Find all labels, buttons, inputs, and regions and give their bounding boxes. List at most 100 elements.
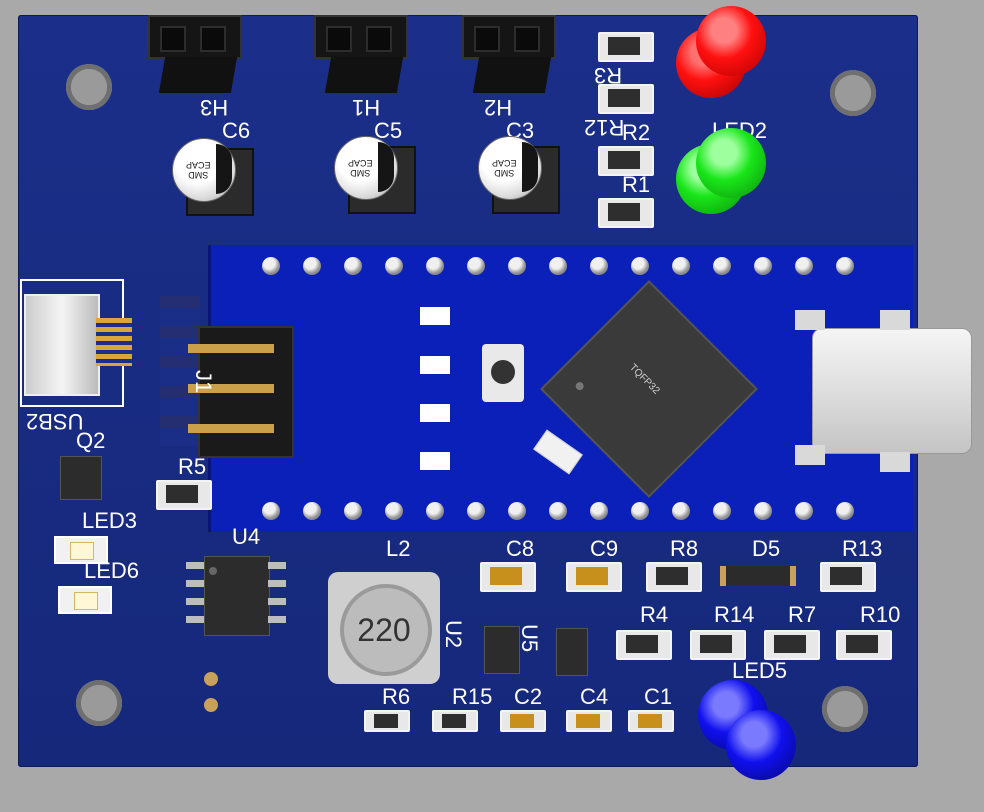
pin-hole-bottom <box>836 502 854 520</box>
capacitor-marking: SMD ECAP <box>492 158 517 178</box>
connector-j1 <box>188 326 294 458</box>
pin-hole-top <box>754 257 772 275</box>
label-usb2: USB2 <box>26 409 84 434</box>
pin-hole-top <box>713 257 731 275</box>
ic-pin1-marker <box>209 567 217 575</box>
resistor-r5 <box>156 480 212 510</box>
header-body <box>472 57 552 93</box>
test-pads <box>202 668 222 716</box>
resistor-body <box>608 37 640 55</box>
led-green <box>676 128 766 226</box>
resistor-body <box>442 714 466 728</box>
label-r15: R15 <box>452 684 493 709</box>
test-pad <box>204 698 218 712</box>
ic-u2 <box>484 626 520 674</box>
label-led6: LED6 <box>84 558 140 583</box>
resistor-r4 <box>616 630 672 660</box>
ic-u4-pins-right <box>268 562 286 628</box>
header-body <box>158 57 238 93</box>
led-blue <box>698 680 796 780</box>
smd-led-lens <box>74 592 98 610</box>
usb-c-tab <box>880 452 910 472</box>
pin-hole-top <box>344 257 362 275</box>
capacitor-body <box>490 567 522 585</box>
label-c6: C6 <box>222 118 251 143</box>
usb-c-connector <box>812 328 972 454</box>
module-smd-led <box>420 452 450 470</box>
resistor-body <box>608 203 640 221</box>
reset-button-cap <box>491 360 515 384</box>
inductor-core <box>340 584 432 676</box>
module-smd-led <box>420 356 450 374</box>
resistor-body <box>608 89 640 107</box>
pin-hole-bottom <box>508 502 526 520</box>
label-r10: R10 <box>860 602 901 627</box>
capacitor-c2 <box>500 710 546 732</box>
usb-c-tab <box>880 310 910 330</box>
pin-hole-bottom <box>713 502 731 520</box>
resistor-r14 <box>690 630 746 660</box>
label-c2: C2 <box>514 684 543 709</box>
resistor-body <box>608 151 640 169</box>
resistor-r12 <box>598 84 654 114</box>
capacitor-c4 <box>566 710 612 732</box>
label-h2: H2 <box>484 95 513 120</box>
resistor-r2 <box>598 146 654 176</box>
label-q2: Q2 <box>76 428 106 453</box>
mounting-hole <box>830 70 876 116</box>
j1-outline <box>160 296 200 446</box>
label-c5: C5 <box>374 118 403 143</box>
resistor-r7 <box>764 630 820 660</box>
led-dome-red <box>696 6 766 76</box>
header-pin <box>326 26 352 52</box>
header-pin <box>200 26 226 52</box>
pin-hole-top <box>467 257 485 275</box>
mcu-pin1-marker <box>574 380 586 392</box>
resistor-r8 <box>646 562 702 592</box>
header-pin <box>366 26 392 52</box>
pin-hole-top <box>631 257 649 275</box>
label-c1: C1 <box>644 684 673 709</box>
pin-hole-bottom <box>795 502 813 520</box>
resistor-r10 <box>836 630 892 660</box>
resistor-r6 <box>364 710 410 732</box>
capacitor-body <box>638 714 662 728</box>
label-r6: R6 <box>382 684 411 709</box>
capacitor-c8 <box>480 562 536 592</box>
reset-button <box>482 344 524 402</box>
label-r3: R3 <box>594 63 623 88</box>
header-h3 <box>148 15 242 93</box>
j1-pin <box>188 424 274 433</box>
ic-u5 <box>556 628 588 676</box>
header-pin <box>160 26 186 52</box>
pin-hole-bottom <box>631 502 649 520</box>
label-led5: LED5 <box>732 658 788 683</box>
label-r14: R14 <box>714 602 755 627</box>
resistor-r3 <box>598 32 654 62</box>
capacitor-body <box>510 714 534 728</box>
capacitor-marking: SMD ECAP <box>186 160 211 180</box>
capacitor-c6: SMD ECAP <box>172 138 254 216</box>
transistor-q2 <box>60 456 102 500</box>
label-h1: H1 <box>352 95 381 120</box>
label-r5: R5 <box>178 454 207 479</box>
led-dome-blue <box>726 710 796 780</box>
resistor-body <box>830 567 862 585</box>
resistor-body <box>626 635 658 653</box>
label-l2: L2 <box>386 536 411 561</box>
smd-led-lens <box>70 542 94 560</box>
label-r1: R1 <box>622 172 651 197</box>
pin-hole-top <box>549 257 567 275</box>
pin-hole-top <box>508 257 526 275</box>
label-j1: J1 <box>191 370 216 394</box>
label-r7: R7 <box>788 602 817 627</box>
pin-hole-bottom <box>754 502 772 520</box>
pin-hole-top <box>385 257 403 275</box>
label-u5: U5 <box>517 624 542 653</box>
capacitor-c9 <box>566 562 622 592</box>
header-pin <box>514 26 540 52</box>
pin-hole-top <box>590 257 608 275</box>
pin-hole-bottom <box>303 502 321 520</box>
capacitor-c3: SMD ECAP <box>478 136 560 214</box>
